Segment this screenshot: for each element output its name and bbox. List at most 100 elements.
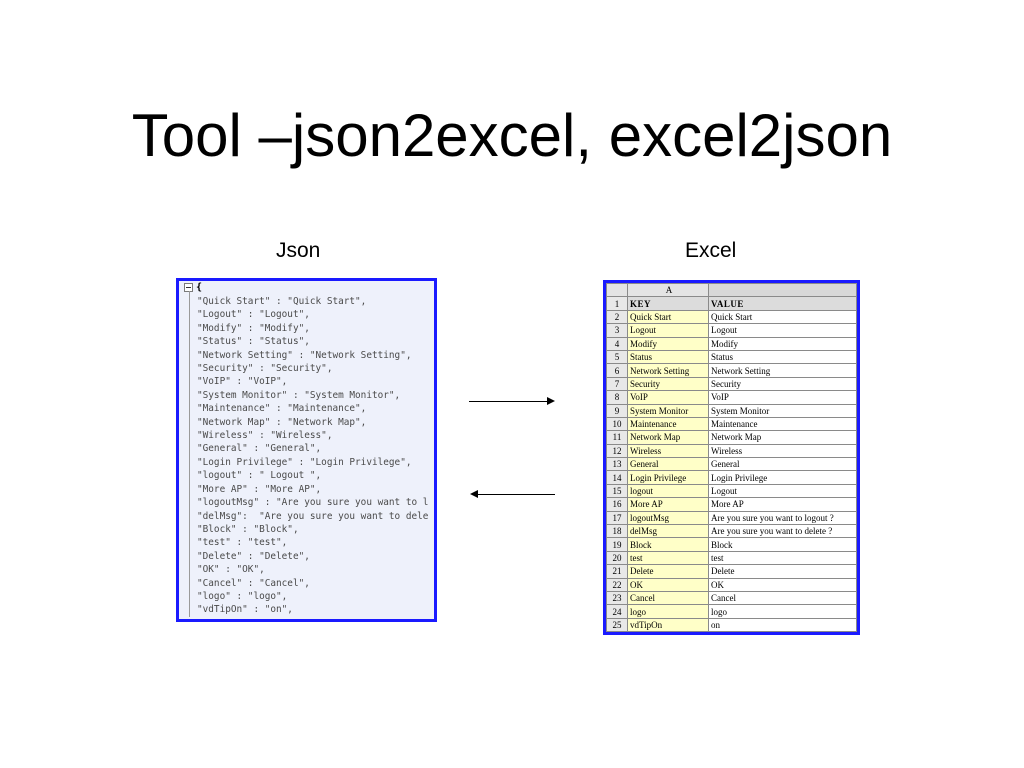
json-code-line: "VoIP" : "VoIP",: [197, 376, 288, 388]
row-number[interactable]: 8: [606, 390, 628, 405]
value-cell[interactable]: logo: [708, 604, 857, 619]
row-number[interactable]: 25: [606, 617, 628, 633]
key-cell[interactable]: vdTipOn: [627, 617, 709, 633]
key-cell[interactable]: More AP: [627, 497, 709, 512]
row-number[interactable]: 23: [606, 590, 628, 606]
column-header-row: A: [606, 282, 857, 298]
select-all-corner[interactable]: [606, 282, 628, 298]
key-cell[interactable]: Status: [627, 349, 709, 365]
key-cell[interactable]: Network Map: [627, 430, 709, 445]
row-number[interactable]: 20: [606, 550, 628, 566]
key-cell[interactable]: Maintenance: [627, 416, 709, 432]
json-code-line: "General" : "General",: [197, 443, 322, 455]
json-code-line: "OK" : "OK",: [197, 564, 265, 576]
row-number[interactable]: 1: [606, 296, 628, 311]
value-cell[interactable]: Delete: [708, 564, 857, 579]
row-number[interactable]: 24: [606, 604, 628, 619]
key-cell[interactable]: test: [627, 550, 709, 566]
value-column-header[interactable]: VALUE: [708, 296, 857, 311]
value-cell[interactable]: Security: [708, 376, 857, 392]
value-cell[interactable]: Block: [708, 537, 857, 552]
value-cell[interactable]: Modify: [708, 336, 857, 351]
excel-caption: Excel: [685, 239, 737, 262]
row-number[interactable]: 15: [606, 483, 628, 499]
column-header-b[interactable]: [708, 282, 857, 298]
row-number[interactable]: 4: [606, 336, 628, 351]
key-cell[interactable]: Logout: [627, 323, 709, 338]
row-number[interactable]: 3: [606, 323, 628, 338]
value-cell[interactable]: VoIP: [708, 390, 857, 405]
key-cell[interactable]: Delete: [627, 564, 709, 579]
value-cell[interactable]: on: [708, 617, 857, 633]
key-cell[interactable]: logoutMsg: [627, 510, 709, 526]
value-cell[interactable]: Logout: [708, 323, 857, 338]
json-code-line: "logo" : "logo",: [197, 590, 288, 602]
json-code-line: "Delete" : "Delete",: [197, 550, 310, 562]
value-cell[interactable]: Status: [708, 349, 857, 365]
key-cell[interactable]: delMsg: [627, 524, 709, 539]
row-number[interactable]: 11: [606, 430, 628, 445]
key-cell[interactable]: Block: [627, 537, 709, 552]
value-cell[interactable]: More AP: [708, 497, 857, 512]
value-cell[interactable]: test: [708, 550, 857, 566]
value-cell[interactable]: Quick Start: [708, 309, 857, 325]
json-line-list: "Quick Start" : "Quick Start","Logout" :…: [197, 295, 428, 617]
key-cell[interactable]: VoIP: [627, 390, 709, 405]
row-number[interactable]: 2: [606, 309, 628, 325]
key-cell[interactable]: OK: [627, 577, 709, 592]
json-code-line: "Maintenance" : "Maintenance",: [197, 403, 367, 415]
key-cell[interactable]: General: [627, 457, 709, 472]
row-number[interactable]: 14: [606, 470, 628, 485]
key-cell[interactable]: Network Setting: [627, 363, 709, 378]
value-cell[interactable]: Are you sure you want to delete ?: [708, 524, 857, 539]
json-code-line: "test" : "test",: [197, 537, 288, 549]
key-cell[interactable]: System Monitor: [627, 403, 709, 418]
row-number[interactable]: 19: [606, 537, 628, 552]
json-code-line: "Logout" : "Logout",: [197, 309, 310, 321]
value-cell[interactable]: Are you sure you want to logout ?: [708, 510, 857, 526]
row-number[interactable]: 18: [606, 524, 628, 539]
key-cell[interactable]: Security: [627, 376, 709, 392]
column-header-a[interactable]: A: [627, 282, 709, 298]
row-number[interactable]: 7: [606, 376, 628, 392]
row-number[interactable]: 16: [606, 497, 628, 512]
value-cell[interactable]: Cancel: [708, 590, 857, 606]
row-number[interactable]: 12: [606, 443, 628, 459]
row-number[interactable]: 22: [606, 577, 628, 592]
value-cell[interactable]: OK: [708, 577, 857, 592]
key-cell[interactable]: Login Privilege: [627, 470, 709, 485]
row-number[interactable]: 21: [606, 564, 628, 579]
value-cell[interactable]: Maintenance: [708, 416, 857, 432]
row-number[interactable]: 13: [606, 457, 628, 472]
value-cell[interactable]: Login Privilege: [708, 470, 857, 485]
row-number[interactable]: 17: [606, 510, 628, 526]
key-cell[interactable]: logo: [627, 604, 709, 619]
row-number[interactable]: 10: [606, 416, 628, 432]
value-cell[interactable]: Network Map: [708, 430, 857, 445]
json-open-brace: {: [196, 282, 203, 293]
key-cell[interactable]: logout: [627, 483, 709, 499]
json-code-line: "Block" : "Block",: [197, 523, 299, 535]
row-number[interactable]: 6: [606, 363, 628, 378]
json-code-line: "logout" : " Logout ",: [197, 470, 322, 482]
value-cell[interactable]: System Monitor: [708, 403, 857, 418]
key-cell[interactable]: Wireless: [627, 443, 709, 459]
key-cell[interactable]: Cancel: [627, 590, 709, 606]
collapse-minus-icon[interactable]: [184, 283, 193, 292]
value-cell[interactable]: General: [708, 457, 857, 472]
key-column-header[interactable]: KEY: [627, 296, 709, 311]
value-cell[interactable]: Wireless: [708, 443, 857, 459]
row-number[interactable]: 5: [606, 349, 628, 365]
key-cell[interactable]: Modify: [627, 336, 709, 351]
code-fold-guide: [189, 291, 190, 617]
value-cell[interactable]: Logout: [708, 483, 857, 499]
key-cell[interactable]: Quick Start: [627, 309, 709, 325]
json-code-line: "delMsg": "Are you sure you want to dele: [197, 510, 429, 522]
row-number[interactable]: 9: [606, 403, 628, 418]
value-cell[interactable]: Network Setting: [708, 363, 857, 378]
